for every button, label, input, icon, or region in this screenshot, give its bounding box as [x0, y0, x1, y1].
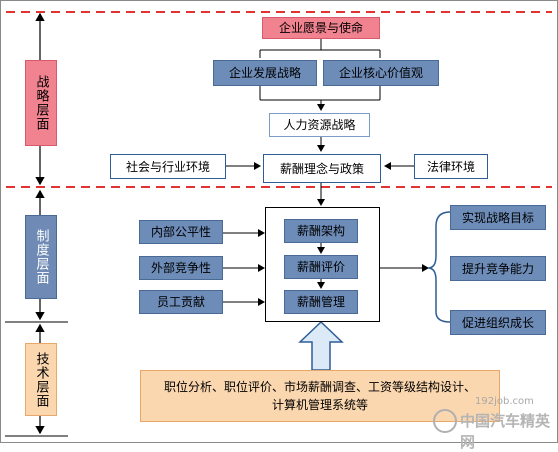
watermark-name: 中国汽车精英网: [460, 412, 551, 451]
pay-management-box: 薪酬管理: [284, 290, 358, 314]
employee-contribution-box: 员工贡献: [139, 290, 223, 314]
watermark-logo-icon: [433, 409, 457, 433]
hr-strategy-box: 人力资源战略: [269, 113, 370, 137]
level-strategy: 战略层面: [25, 60, 57, 146]
pay-structure-box: 薪酬架构: [284, 219, 358, 243]
technical-methods-box: 职位分析、职位评价、市场薪酬调查、工资等级结构设计、 计算机管理系统等: [140, 370, 500, 422]
outcome-brace: [427, 211, 451, 323]
goal-growth-box: 促进组织成长: [450, 310, 546, 335]
internal-equity-box: 内部公平性: [139, 220, 223, 244]
vision-box: 企业愿景与使命: [262, 17, 380, 39]
watermark-url: 192job.com: [475, 396, 534, 407]
dev-strategy-box: 企业发展战略: [213, 60, 317, 86]
level-technical: 技术层面: [25, 343, 57, 416]
core-values-box: 企业核心价值观: [323, 60, 439, 86]
external-competitiveness-box: 外部竞争性: [139, 256, 223, 280]
goal-competitiveness-box: 提升竞争能力: [450, 256, 546, 281]
goal-strategy-box: 实现战略目标: [450, 205, 546, 230]
social-env-box: 社会与行业环境: [110, 154, 226, 179]
pay-evaluation-box: 薪酬评价: [284, 255, 358, 279]
legal-env-box: 法律环境: [414, 154, 488, 179]
technical-support-arrow: [298, 320, 344, 371]
technical-methods-line2: 计算机管理系统等: [271, 398, 368, 412]
pay-philosophy-box: 薪酬理念与政策: [263, 154, 381, 183]
technical-methods-line1: 职位分析、职位评价、市场薪酬调查、工资等级结构设计、: [163, 380, 476, 394]
level-system: 制度层面: [25, 215, 57, 299]
